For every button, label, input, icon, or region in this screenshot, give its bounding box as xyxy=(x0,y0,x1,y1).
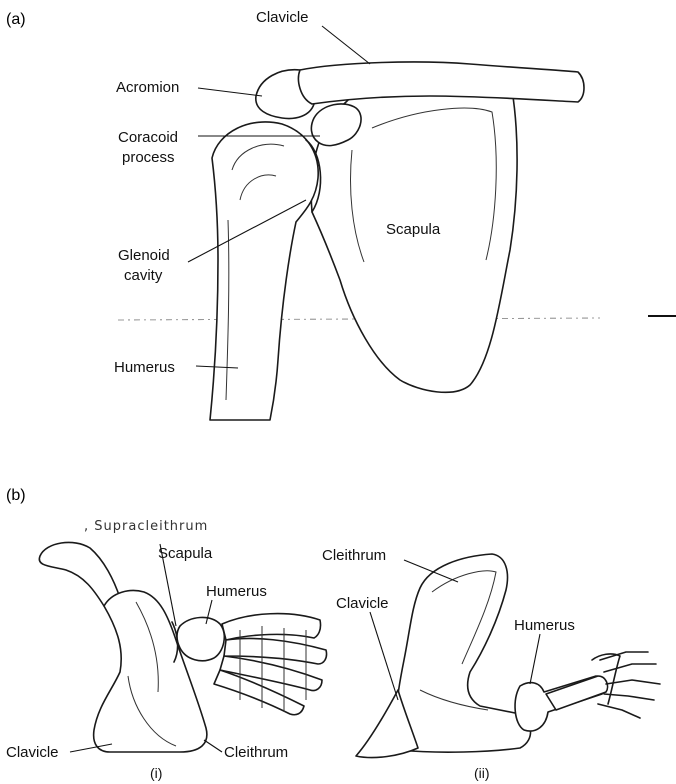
panel-b: (b) , Supracleithrum xyxy=(6,487,660,781)
leader-ii-clavicle xyxy=(370,612,398,700)
label-coracoid: Coracoid xyxy=(118,129,178,146)
label-ii-humerus: Humerus xyxy=(514,617,575,634)
label-ii-cleithrum: Cleithrum xyxy=(322,547,386,564)
label-scapula: Scapula xyxy=(386,221,441,238)
panel-a-tag: (a) xyxy=(6,11,26,28)
label-i-humerus: Humerus xyxy=(206,583,267,600)
subfigure-i-tag: (i) xyxy=(150,765,162,781)
label-acromion: Acromion xyxy=(116,79,179,96)
leader-clavicle xyxy=(322,26,370,64)
label-cavity: cavity xyxy=(124,267,163,284)
label-i-supracleithrum: , Supracleithrum xyxy=(84,519,208,534)
panel-b-tag: (b) xyxy=(6,487,26,504)
label-process: process xyxy=(122,149,175,166)
label-ii-clavicle: Clavicle xyxy=(336,595,389,612)
leader-i-cleithrum xyxy=(204,740,222,752)
label-glenoid: Glenoid xyxy=(118,247,170,264)
subfigure-ii-tag: (ii) xyxy=(474,765,490,781)
cleithrum-bone-ii xyxy=(396,554,531,752)
supracleithrum-bone xyxy=(39,542,120,606)
humerus-bone xyxy=(210,122,318,420)
leader-acromion xyxy=(198,88,262,96)
leader-ii-humerus xyxy=(530,634,540,684)
label-i-cleithrum: Cleithrum xyxy=(224,744,288,761)
label-i-scapula: Scapula xyxy=(158,545,213,562)
panel-a: (a) Clavicle Acromion Coracoid process xyxy=(6,9,676,420)
subfigure-i: , Supracleithrum Scapula Humerus Clavicl… xyxy=(6,519,327,781)
label-clavicle: Clavicle xyxy=(256,9,309,26)
label-i-clavicle: Clavicle xyxy=(6,744,59,761)
humerus-i-bone xyxy=(177,617,224,660)
label-humerus: Humerus xyxy=(114,359,175,376)
subfigure-ii: Cleithrum Clavicle Humerus (ii) xyxy=(322,547,660,781)
